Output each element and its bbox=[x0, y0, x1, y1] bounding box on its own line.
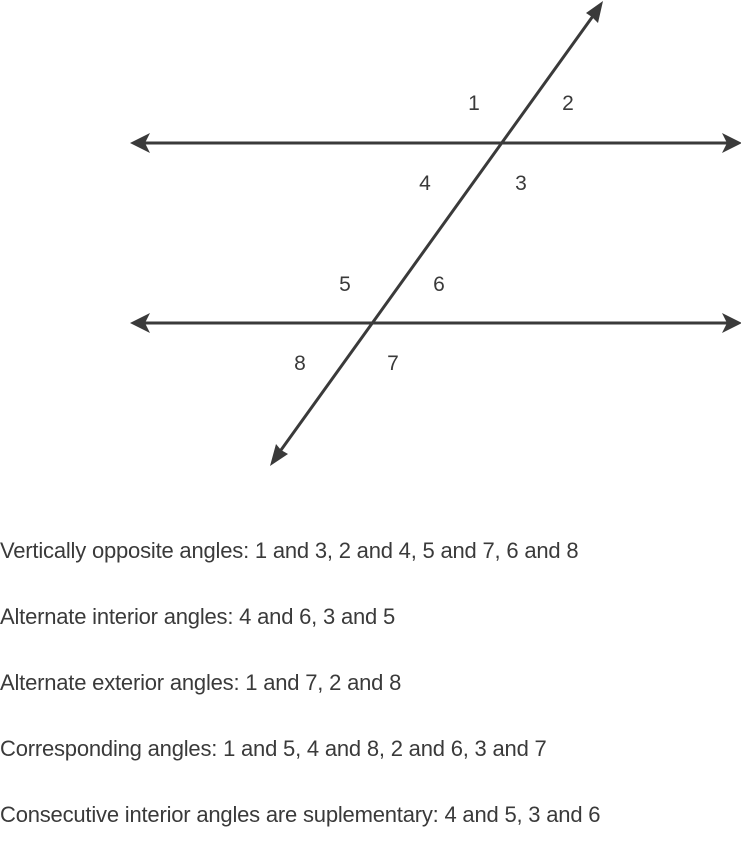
parallel-lines-transversal-diagram: 1 2 3 4 5 6 7 8 bbox=[130, 1, 741, 466]
angle-label-6: 6 bbox=[433, 273, 445, 296]
angle-label-5: 5 bbox=[339, 273, 351, 296]
angle-label-2: 2 bbox=[562, 92, 574, 115]
transversal-line bbox=[270, 1, 603, 466]
angle-label-8: 8 bbox=[294, 352, 306, 375]
statement-alternate-interior: Alternate interior angles: 4 and 6, 3 an… bbox=[0, 604, 396, 629]
statement-consecutive-interior: Consecutive interior angles are suplemen… bbox=[0, 802, 601, 827]
lower-line-left-arrow bbox=[130, 313, 150, 333]
statement-alternate-exterior: Alternate exterior angles: 1 and 7, 2 an… bbox=[0, 670, 402, 695]
upper-line-left-arrow bbox=[130, 133, 150, 153]
angle-label-4: 4 bbox=[419, 172, 431, 195]
angle-relationship-list: Vertically opposite angles: 1 and 3, 2 a… bbox=[0, 533, 741, 863]
lower-parallel-line bbox=[130, 313, 741, 333]
angle-label-7: 7 bbox=[387, 352, 399, 375]
lower-line-right-arrow bbox=[722, 313, 741, 333]
angle-label-1: 1 bbox=[468, 92, 480, 115]
upper-parallel-line bbox=[130, 133, 741, 153]
transversal-top-arrow bbox=[586, 1, 603, 23]
upper-line-right-arrow bbox=[722, 133, 741, 153]
statement-vertically-opposite: Vertically opposite angles: 1 and 3, 2 a… bbox=[0, 538, 579, 563]
statement-corresponding: Corresponding angles: 1 and 5, 4 and 8, … bbox=[0, 736, 547, 761]
angle-label-3: 3 bbox=[515, 172, 527, 195]
transversal-bottom-arrow bbox=[270, 444, 288, 466]
